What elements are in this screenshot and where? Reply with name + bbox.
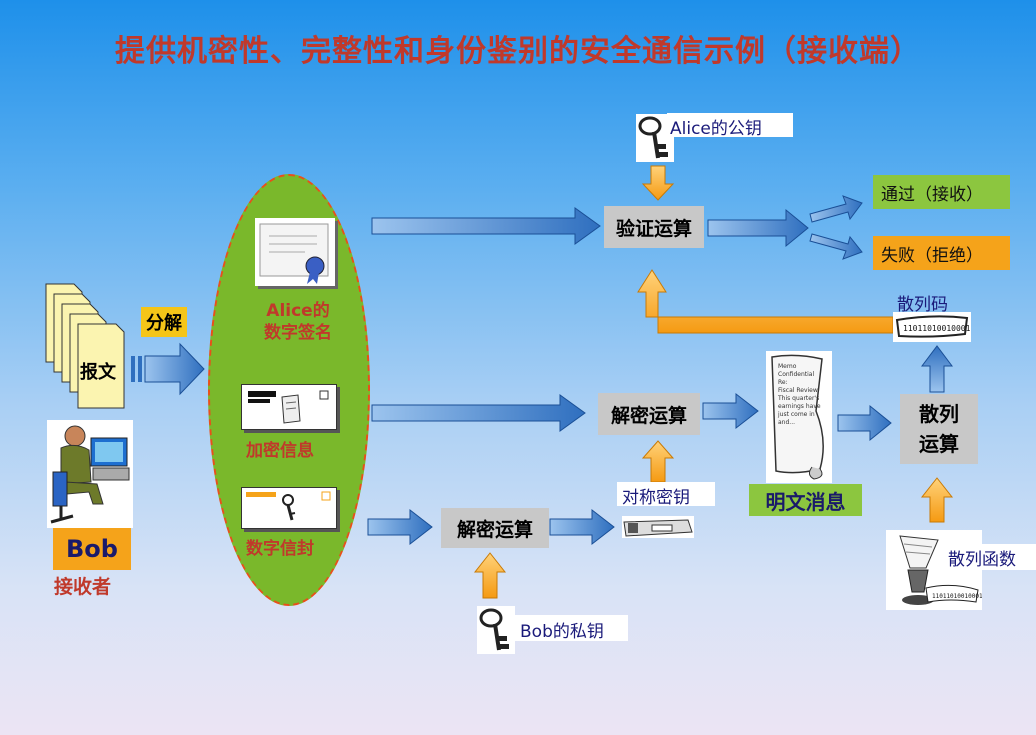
receiver-role: 接收者 <box>54 576 112 598</box>
plaintext-doc-line: earnings have <box>778 403 821 410</box>
arrow-signature-verify <box>371 207 601 245</box>
arrow-envelope-decrypt <box>367 508 433 546</box>
hash-code-value: 11011010010001 <box>903 324 971 333</box>
arrow-hashfn-hash <box>920 477 954 523</box>
bob-computer-icon <box>47 420 133 528</box>
decompose-arrow <box>131 342 205 396</box>
plaintext-doc-line: and... <box>778 419 796 426</box>
signature-label: Alice的 数字签名 <box>264 301 332 343</box>
hash-code-icon: 11011010010001 <box>893 312 971 342</box>
plaintext-doc-line: Memo <box>778 363 797 370</box>
arrow-to-pass <box>809 195 863 223</box>
receiver-name: Bob <box>53 528 131 570</box>
digital-envelope-label: 数字信封 <box>246 539 314 559</box>
arrow-hash-code <box>921 345 953 393</box>
pass-result: 通过（接收） <box>873 175 1010 209</box>
arrow-plaintext-hash <box>837 404 892 442</box>
arrow-decrypt-symkey <box>549 508 615 546</box>
arrow-hashcode-verify <box>637 269 894 334</box>
message-stack: 报文 <box>44 282 128 410</box>
arrow-alicekey-verify <box>641 165 675 201</box>
decompose-label: 分解 <box>141 307 187 337</box>
arrow-to-fail <box>809 233 863 260</box>
page-title: 提供机密性、完整性和身份鉴别的安全通信示例（接收端） <box>115 34 921 69</box>
hash-function-label-bg <box>944 544 1036 570</box>
fail-result: 失败（拒绝） <box>873 236 1010 270</box>
symmetric-key-label: 对称密钥 <box>622 488 690 508</box>
arrow-decrypt-plaintext <box>702 392 759 430</box>
hash-function-label: 散列函数 <box>948 550 1016 570</box>
arrow-verify-results <box>707 208 809 248</box>
bob-key-icon <box>477 606 515 654</box>
decrypt-operation-main: 解密运算 <box>598 393 700 435</box>
arrow-encrypted-decrypt <box>371 394 586 432</box>
alice-key-label: Alice的公钥 <box>670 119 762 139</box>
arrow-symkey-decrypt <box>641 440 675 483</box>
hash-operation: 散列 运算 <box>900 394 978 464</box>
encrypted-info-label: 加密信息 <box>246 441 314 461</box>
plaintext-doc-line: This quarter's <box>778 395 820 402</box>
symmetric-key-card-icon <box>622 516 694 538</box>
signature-certificate-icon <box>255 218 335 286</box>
bob-key-label: Bob的私钥 <box>520 622 604 642</box>
hash-code-label: 散列码 <box>897 295 948 315</box>
plaintext-doc-line: just come in <box>778 411 815 418</box>
plaintext-doc-line: Re: <box>778 379 788 386</box>
plaintext-doc-line: Fiscal Review <box>778 387 818 394</box>
symmetric-key-label-bg <box>617 482 715 506</box>
digital-envelope-icon <box>241 487 337 529</box>
arrow-bobkey-decrypt <box>473 552 507 599</box>
plaintext-label: 明文消息 <box>749 484 862 516</box>
decrypt-operation-envelope: 解密运算 <box>441 508 549 548</box>
plaintext-doc-line: Confidential <box>778 371 815 378</box>
alice-key-label-bg <box>667 113 793 137</box>
verify-operation: 验证运算 <box>604 206 704 248</box>
hash-function-code: 11011010010001 <box>932 593 982 600</box>
hash-function-icon: 11011010010001 <box>886 530 983 610</box>
bob-key-label-bg <box>514 615 628 641</box>
encrypted-envelope-icon <box>241 384 337 430</box>
message-label: 报文 <box>80 362 116 383</box>
